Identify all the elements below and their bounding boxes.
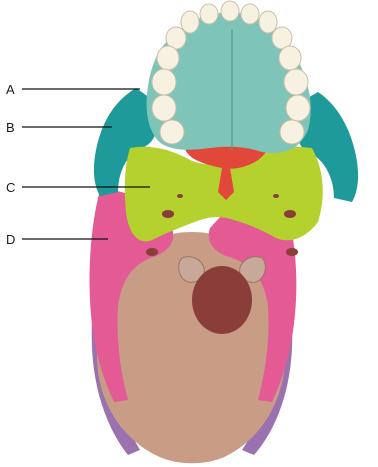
foramen-right-small	[273, 194, 279, 198]
label-d: D	[6, 232, 15, 247]
foramen-ovale-right	[284, 210, 296, 218]
foramen-ovale-left	[162, 210, 174, 218]
jugular-foramen-right	[286, 248, 298, 256]
label-c: C	[6, 180, 15, 195]
label-b: B	[6, 120, 15, 135]
jugular-foramen-left	[146, 248, 158, 256]
foramen-magnum	[192, 266, 252, 334]
foramen-left-small	[177, 194, 183, 198]
label-a: A	[6, 82, 15, 97]
